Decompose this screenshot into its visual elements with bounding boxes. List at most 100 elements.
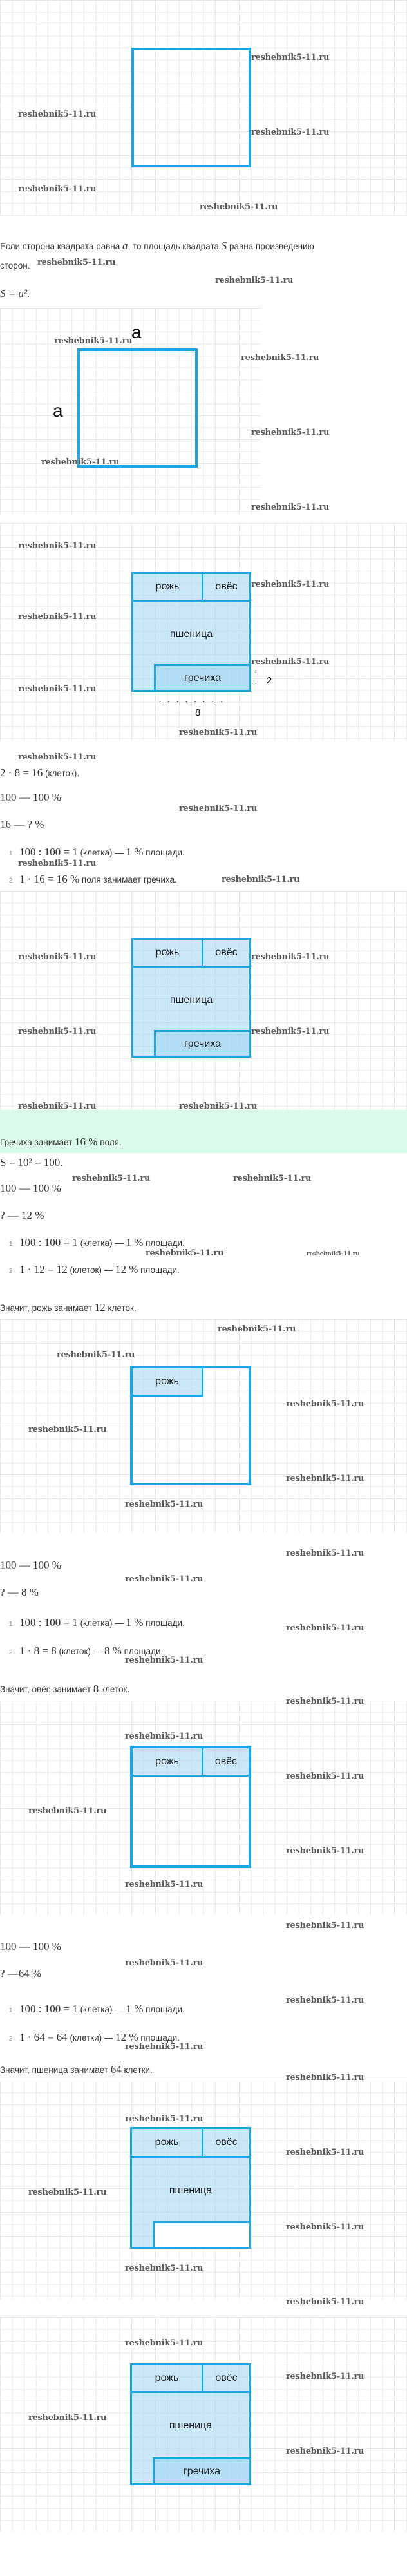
buckwheat-height: 2 xyxy=(267,675,272,686)
watermark: reshebnik5-11.ru xyxy=(218,1324,296,1334)
watermark: reshebnik5-11.ru xyxy=(28,1425,107,1435)
field-oats: овёс xyxy=(202,938,251,968)
proportion-line-2: ? — 8 % xyxy=(0,1586,39,1598)
proportion-line-2: 16 — ? % xyxy=(0,818,44,830)
watermark: reshebnik5-11.ru xyxy=(286,2372,364,2381)
watermark: reshebnik5-11.ru xyxy=(286,1846,364,1856)
buckwheat-answer: Гречиха занимает 16 % поля. xyxy=(0,1136,122,1148)
watermark: reshebnik5-11.ru xyxy=(200,202,278,212)
buckwheat-width: 8 xyxy=(195,707,201,718)
step-1-text: 100 : 100 = 1 (клетка) — 1 % площади. xyxy=(19,2003,185,2015)
watermark: reshebnik5-11.ru xyxy=(286,1771,364,1781)
watermark: reshebnik5-11.ru xyxy=(286,1549,364,1558)
step-1-text: 100 : 100 = 1 (клетка) — 1 % площади. xyxy=(19,846,185,858)
field-oats: овёс xyxy=(202,572,251,602)
buckwheat-cells-calc: 2 · 8 = 16 (клеток). xyxy=(0,767,80,779)
field-rye: рожь xyxy=(131,572,204,602)
watermark: reshebnik5-11.ru xyxy=(28,2188,107,2197)
area-calc: S = 10² = 100. xyxy=(0,1156,63,1169)
proportion-line-1: 100 — 100 % xyxy=(0,1182,61,1194)
watermark: reshebnik5-11.ru xyxy=(54,336,133,346)
watermark: reshebnik5-11.ru xyxy=(72,1174,151,1183)
watermark: reshebnik5-11.ru xyxy=(125,2338,204,2348)
grid-paper-2 xyxy=(0,308,261,515)
proportion-line-1: 100 — 100 % xyxy=(0,1940,61,1952)
watermark: reshebnik5-11.ru xyxy=(286,1623,364,1633)
square-10x10 xyxy=(131,48,251,167)
watermark: reshebnik5-11.ru xyxy=(286,1399,364,1409)
field-oats: овёс xyxy=(202,2127,251,2158)
watermark: reshebnik5-11.ru xyxy=(251,502,330,512)
watermark: reshebnik5-11.ru xyxy=(251,657,330,667)
watermark: reshebnik5-11.ru xyxy=(307,1251,360,1257)
proportion-line-2: ? — 12 % xyxy=(0,1209,44,1221)
watermark: reshebnik5-11.ru xyxy=(286,2073,364,2083)
side-label-left: a xyxy=(53,401,63,421)
watermark: reshebnik5-11.ru xyxy=(28,2413,107,2423)
watermark: reshebnik5-11.ru xyxy=(41,457,120,467)
watermark: reshebnik5-11.ru xyxy=(18,541,97,551)
watermark: reshebnik5-11.ru xyxy=(18,1027,97,1036)
height-dots: ·· xyxy=(254,666,258,688)
grid-paper-5 xyxy=(0,1319,407,1533)
field-oats: овёс xyxy=(202,2363,251,2393)
wheat-conclusion: Значит, пшеница занимает 64 клетки. xyxy=(0,2063,153,2075)
watermark: reshebnik5-11.ru xyxy=(18,684,97,694)
rye-conclusion: Значит, рожь занимает 12 клеток. xyxy=(0,1301,137,1313)
watermark: reshebnik5-11.ru xyxy=(251,580,330,589)
step-number: 2 xyxy=(9,877,13,884)
watermark: reshebnik5-11.ru xyxy=(233,1174,312,1183)
watermark: reshebnik5-11.ru xyxy=(125,1732,204,1741)
watermark: reshebnik5-11.ru xyxy=(286,1474,364,1484)
grid-paper-4 xyxy=(0,891,407,1110)
watermark: reshebnik5-11.ru xyxy=(251,952,330,962)
area-formula: S = a². xyxy=(0,287,30,300)
watermark: reshebnik5-11.ru xyxy=(251,128,330,137)
width-dots: ········ xyxy=(158,696,229,706)
watermark: reshebnik5-11.ru xyxy=(215,276,294,285)
watermark: reshebnik5-11.ru xyxy=(125,2114,204,2124)
step-1-text: 100 : 100 = 1 (клетка) — 1 % площади. xyxy=(19,1616,185,1628)
step-number: 2 xyxy=(9,2036,13,2043)
proportion-line-1: 100 — 100 % xyxy=(0,1559,61,1571)
field-buckwheat: гречиха xyxy=(154,1030,251,1058)
grid-paper-1 xyxy=(0,0,407,216)
watermark: reshebnik5-11.ru xyxy=(286,1697,364,1706)
watermark: reshebnik5-11.ru xyxy=(125,1880,204,1889)
proportion-line-2: ? —64 % xyxy=(0,1967,42,1980)
step-number: 1 xyxy=(9,850,13,857)
watermark: reshebnik5-11.ru xyxy=(125,1655,204,1665)
watermark: reshebnik5-11.ru xyxy=(179,1102,258,1111)
field-rye: рожь xyxy=(130,1746,204,1777)
watermark: reshebnik5-11.ru xyxy=(125,2264,204,2273)
watermark: reshebnik5-11.ru xyxy=(286,2148,364,2157)
watermark: reshebnik5-11.ru xyxy=(251,1027,330,1036)
watermark: reshebnik5-11.ru xyxy=(18,184,97,194)
watermark: reshebnik5-11.ru xyxy=(286,2447,364,2456)
field-buckwheat: гречиха xyxy=(154,664,251,692)
watermark: reshebnik5-11.ru xyxy=(286,1921,364,1931)
step-number: 2 xyxy=(9,1649,13,1656)
oats-conclusion: Значит, овёс занимает 8 клеток. xyxy=(0,1683,130,1695)
watermark: reshebnik5-11.ru xyxy=(125,1958,204,1968)
step-number: 2 xyxy=(9,1268,13,1275)
side-label-top: a xyxy=(131,322,142,342)
step-number: 1 xyxy=(9,1621,13,1628)
field-rye: рожь xyxy=(130,2363,204,2393)
field-buckwheat-empty xyxy=(153,2221,251,2249)
field-buckwheat: гречиха xyxy=(153,2457,251,2485)
watermark: reshebnik5-11.ru xyxy=(18,859,97,868)
step-2-text: 1 · 12 = 12 (клеток) — 12 % площади. xyxy=(19,1263,180,1275)
watermark: reshebnik5-11.ru xyxy=(146,1248,224,1258)
watermark: reshebnik5-11.ru xyxy=(57,1350,135,1360)
field-rye: рожь xyxy=(131,938,204,968)
watermark: reshebnik5-11.ru xyxy=(286,2297,364,2307)
watermark: reshebnik5-11.ru xyxy=(18,612,97,622)
watermark: reshebnik5-11.ru xyxy=(125,2042,204,2052)
step-1-text: 100 : 100 = 1 (клетка) — 1 % площади. xyxy=(19,1236,185,1248)
rule-text-line1: Если сторона квадрата равна a, то площад… xyxy=(0,240,314,252)
watermark: reshebnik5-11.ru xyxy=(125,1500,204,1509)
watermark: reshebnik5-11.ru xyxy=(179,728,258,738)
answer-highlight xyxy=(0,1110,407,1153)
field-rye: рожь xyxy=(130,2127,204,2158)
